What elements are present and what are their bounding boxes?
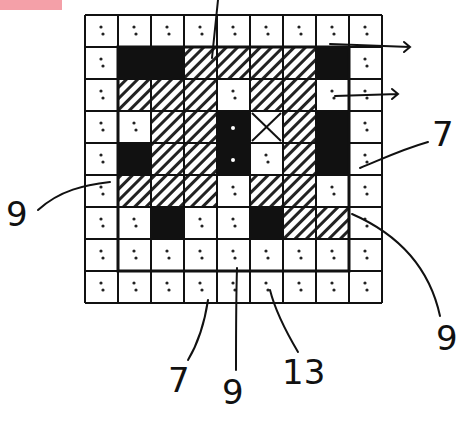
callout-number: 9	[434, 320, 460, 356]
callout-number: 9	[220, 374, 246, 410]
callout-number: 9	[4, 196, 30, 232]
grid-lines	[85, 15, 382, 303]
leader-lines	[38, 0, 440, 370]
grid-ground	[85, 15, 382, 303]
callout-number: 7	[430, 116, 456, 152]
callout-number: 7	[166, 362, 192, 398]
red-patch	[0, 0, 62, 10]
callout-number: 13	[280, 354, 327, 390]
